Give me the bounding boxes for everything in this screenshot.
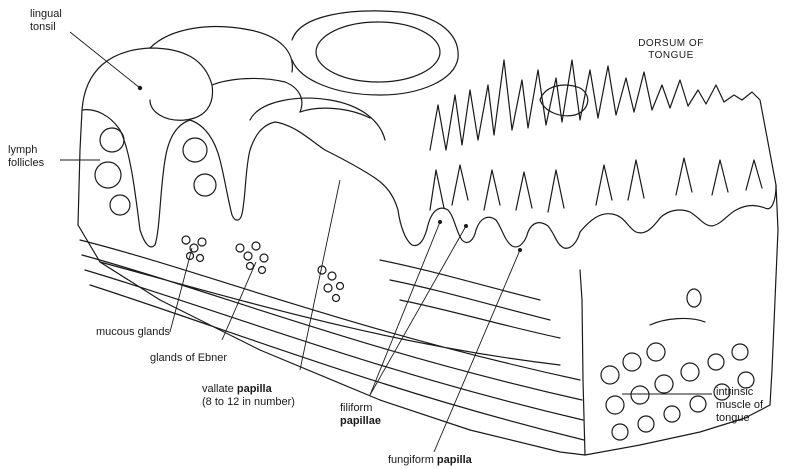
- label-filiform-bold: papillae: [340, 415, 381, 428]
- lingual-tonsil-lobe: [82, 48, 213, 120]
- ebner-glands-cluster: [236, 242, 268, 274]
- label-vallate-prefix: vallate: [202, 383, 237, 395]
- leader-fungiform: [434, 250, 520, 452]
- label-intrinsic-muscle: intrinsic muscle of tongue: [716, 386, 763, 425]
- leader-glands-ebner: [222, 262, 256, 340]
- leader-vallate-papilla: [300, 180, 340, 370]
- label-fungiform-prefix: fungiform: [388, 454, 437, 466]
- leader-filiform-2: [370, 226, 466, 395]
- label-glands-of-ebner: glands of Ebner: [150, 352, 227, 365]
- filiform-spikes: [430, 60, 776, 185]
- label-vallate-papilla: vallate papilla (8 to 12 in number): [202, 383, 295, 409]
- label-filiform-papillae: filiform papillae: [340, 402, 381, 428]
- block-corner-vertical: [580, 270, 585, 455]
- muscle-fibers: [80, 240, 584, 440]
- crypt-1: [82, 110, 190, 247]
- label-lymph-follicles-line2: follicles: [8, 157, 44, 170]
- title-line-1: DORSUM OF: [634, 38, 708, 50]
- label-fungiform-papilla: fungiform papilla: [388, 454, 472, 467]
- label-intrinsic-line2: muscle of: [716, 399, 763, 412]
- block-left-edge: [78, 110, 82, 225]
- title-line-2: TONGUE: [634, 50, 708, 62]
- label-mucous-glands: mucous glands: [96, 326, 170, 339]
- leader-filiform-1: [370, 222, 440, 395]
- label-vallate-line2: (8 to 12 in number): [202, 396, 295, 409]
- vessel-section: [687, 289, 701, 307]
- crypt-2: [190, 120, 275, 220]
- label-lymph-follicles: lymph follicles: [8, 144, 44, 170]
- label-lingual-tonsil-line2: tonsil: [30, 21, 62, 34]
- label-mucous-glands-text: mucous glands: [96, 326, 170, 338]
- label-vallate-bold: papilla: [237, 383, 272, 395]
- label-fungiform-bold: papilla: [437, 454, 472, 466]
- glands-cluster-3: [318, 266, 344, 302]
- label-lingual-tonsil-line1: lingual: [30, 8, 62, 21]
- mucous-glands-cluster: [182, 236, 206, 262]
- label-lingual-tonsil: lingual tonsil: [30, 8, 62, 34]
- lymph-follicle: [100, 128, 124, 152]
- block-right-edge: [770, 185, 778, 405]
- diagram-title: DORSUM OF TONGUE: [634, 38, 708, 62]
- leader-lingual-tonsil: [70, 32, 140, 88]
- label-lymph-follicles-line1: lymph: [8, 144, 44, 157]
- label-glands-of-ebner-text: glands of Ebner: [150, 352, 227, 364]
- label-filiform-line1: filiform: [340, 402, 381, 415]
- leader-mucous-glands: [170, 248, 192, 332]
- label-intrinsic-line3: tongue: [716, 412, 763, 425]
- label-intrinsic-line1: intrinsic: [716, 386, 763, 399]
